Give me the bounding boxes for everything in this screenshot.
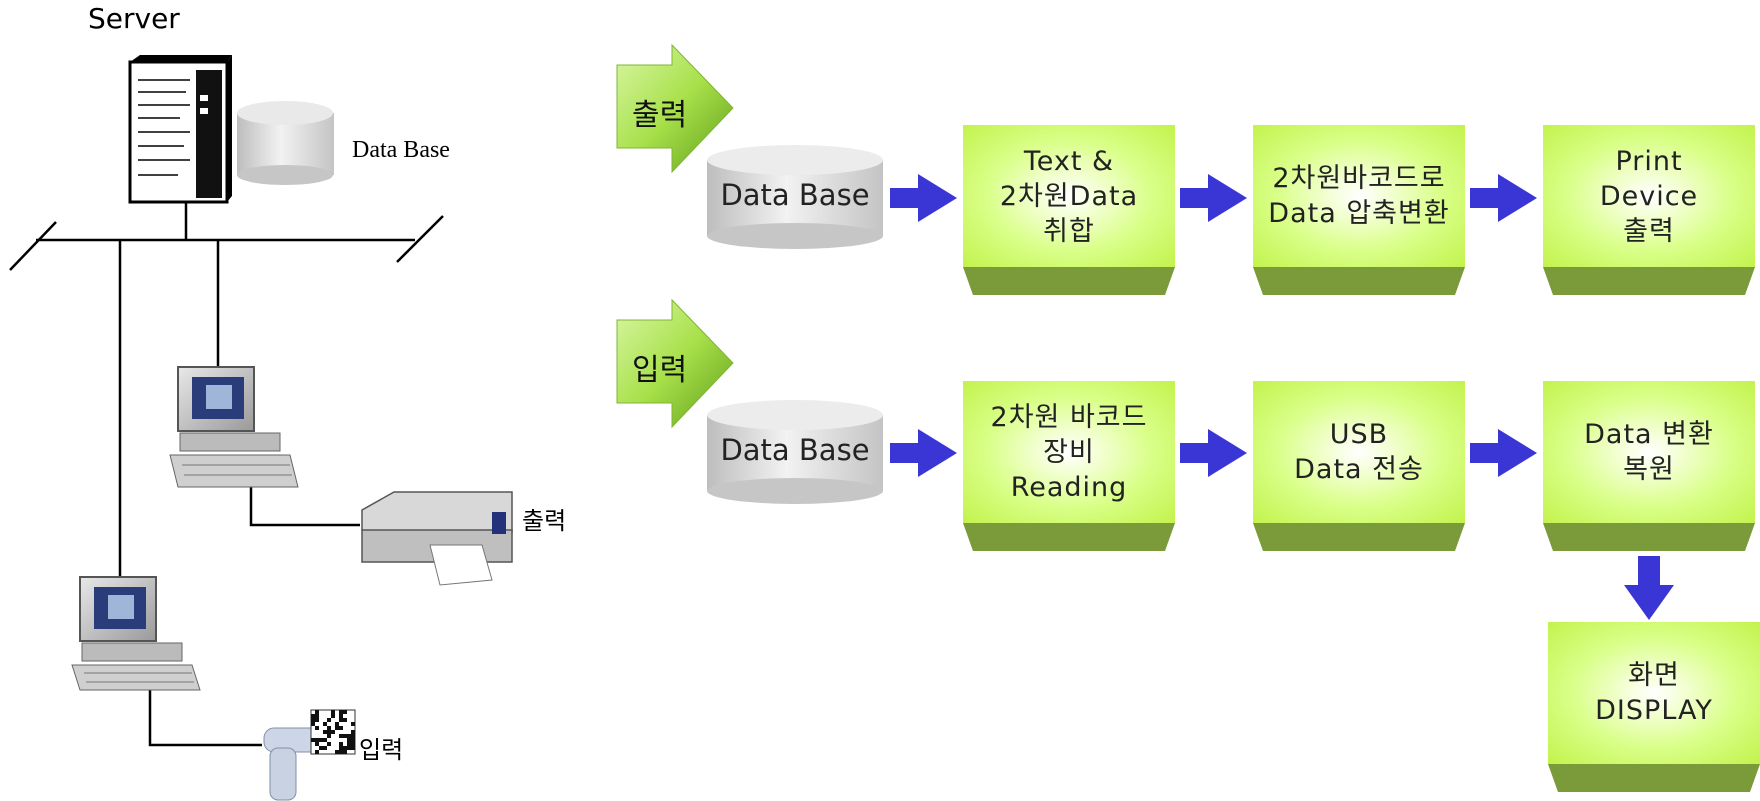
workstation-icon	[169, 366, 299, 488]
input-database-cylinder-icon	[707, 400, 883, 504]
server-tower-icon	[128, 55, 232, 204]
input-step-1-text: 2차원 바코드 장비 Reading	[990, 401, 1148, 503]
output-step-3: Print Device 출력	[1543, 125, 1755, 295]
input-step-1: 2차원 바코드 장비 Reading	[963, 381, 1175, 551]
input-step-2: USB Data 전송	[1253, 381, 1465, 551]
scanner-label: 입력	[359, 736, 404, 764]
display-step-text: 화면 DISPLAY	[1595, 660, 1713, 726]
workstation-icon	[71, 576, 201, 691]
output-source-label: Data Base	[720, 178, 870, 212]
output-tag-arrow-icon	[616, 43, 734, 174]
flow-arrow-icon	[890, 429, 957, 477]
flow-arrows	[890, 174, 1674, 620]
printer-icon	[361, 491, 513, 586]
printer-label: 출력	[522, 507, 566, 535]
output-database-cylinder-icon	[707, 145, 883, 249]
input-step-3-text: Data 변환 복원	[1584, 419, 1714, 485]
flow-arrow-icon	[890, 174, 957, 222]
server-title: Server	[88, 2, 180, 35]
output-step-2: 2차원바코드로 Data 압축변환	[1253, 125, 1465, 295]
flow-arrow-icon	[1470, 429, 1537, 477]
input-step-3: Data 변환 복원	[1543, 381, 1755, 551]
flow-arrow-icon	[1470, 174, 1537, 222]
output-step-1-text: Text & 2차원Data 취합	[999, 145, 1139, 247]
output-step-3-text: Print Device 출력	[1599, 145, 1699, 247]
input-source-label: Data Base	[720, 433, 870, 467]
input-tag-arrow-icon	[616, 298, 734, 429]
flow-arrow-icon	[1180, 174, 1247, 222]
database-cylinder-icon	[237, 101, 334, 185]
input-tag-label: 입력	[632, 353, 688, 388]
barcode-scanner-icon	[263, 727, 323, 801]
display-step: 화면 DISPLAY	[1548, 622, 1760, 792]
output-step-1: Text & 2차원Data 취합	[963, 125, 1175, 295]
flow-arrow-down-icon	[1624, 556, 1674, 620]
output-step-2-text: 2차원바코드로 Data 압축변환	[1268, 163, 1450, 229]
database-label: Data Base	[352, 137, 450, 163]
output-tag-label: 출력	[632, 98, 688, 133]
flow-arrow-icon	[1180, 429, 1247, 477]
input-step-2-text: USB Data 전송	[1294, 419, 1424, 485]
network-bus	[9, 202, 444, 747]
qr-code-icon	[310, 709, 356, 755]
